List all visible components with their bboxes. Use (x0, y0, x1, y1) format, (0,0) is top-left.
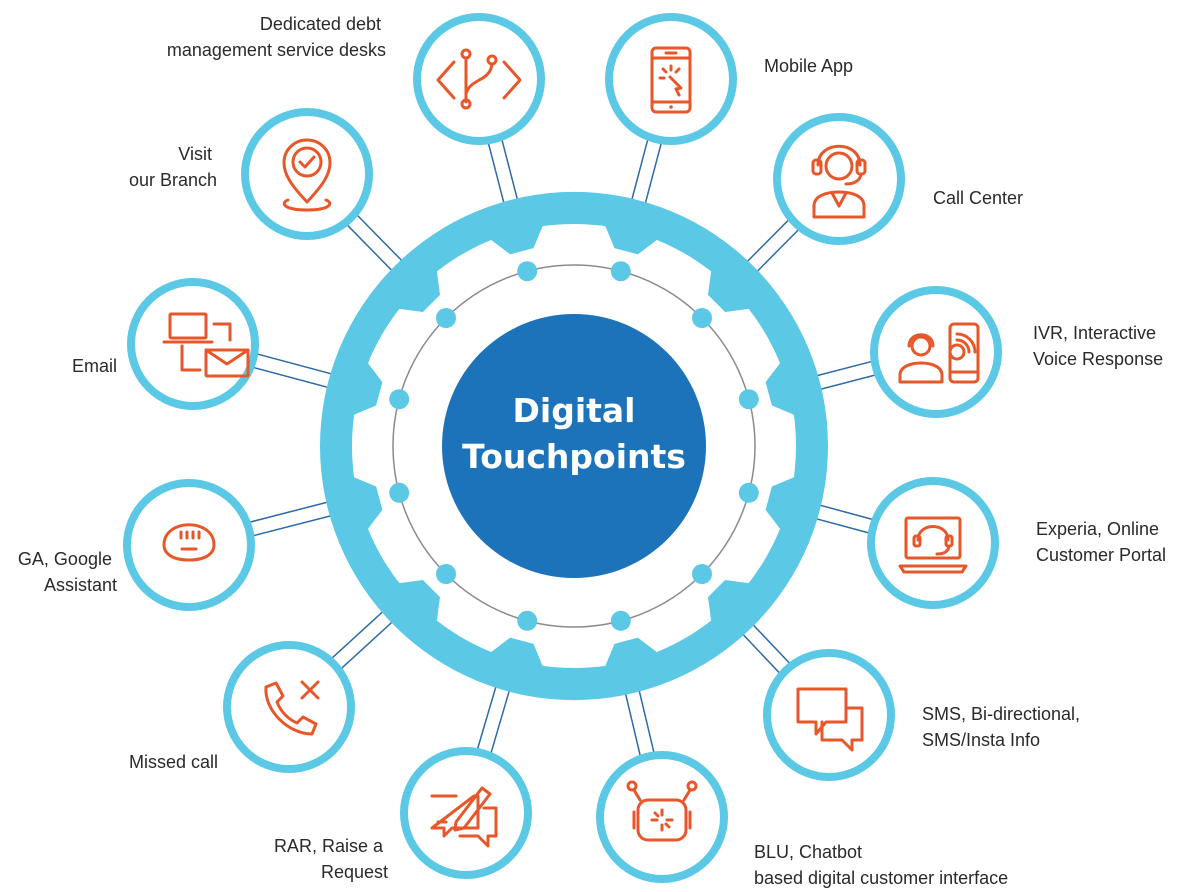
touchpoint-label: Email (72, 356, 117, 376)
touchpoint-label: GA, Google (18, 549, 112, 569)
ring-dot (692, 564, 712, 584)
center-title-line2: Touchpoints (462, 437, 686, 476)
ring-dot (517, 261, 538, 282)
inner-ring (392, 264, 756, 628)
email-devices-icon (162, 312, 250, 378)
tablet-tap-icon (650, 46, 692, 114)
touchpoint-label: Call Center (933, 188, 1023, 208)
touchpoint-label: Request (321, 862, 388, 882)
center-circle (442, 314, 706, 578)
svg-text:Call Center: Call Center (933, 188, 1023, 208)
ring-dot (436, 308, 456, 328)
touchpoint-rar[interactable]: RAR, Raise a Request (274, 747, 532, 882)
svg-text:Missed call: Missed call (129, 752, 218, 772)
touchpoint-label: Dedicated debt (260, 14, 381, 34)
svg-text:IVR, Interactive Voice: IVR, Interactive Voice Response (1033, 323, 1163, 369)
chat-pen-icon (430, 786, 498, 848)
touchpoint-label: based digital customer interface (754, 868, 1008, 888)
touchpoint-debt-desk[interactable]: Dedicated debt management service desks (167, 13, 545, 145)
chat-bubbles-icon (796, 687, 864, 752)
svg-text:Mobile App: Mobile App (764, 56, 853, 76)
touchpoint-label: IVR, Interactive (1033, 323, 1156, 343)
ring-dot (692, 308, 712, 328)
ring-dot (436, 564, 456, 584)
touchpoint-label: Experia, Online (1036, 519, 1159, 539)
svg-text:Visit our Branch: Visit our Branch (129, 144, 217, 190)
touchpoint-label: SMS, Bi-directional, (922, 704, 1080, 724)
ivr-agent-phone-icon (898, 322, 980, 384)
touchpoint-experia[interactable]: Experia, Online Customer Portal (867, 477, 1166, 609)
location-pin-icon (282, 138, 332, 212)
ring-dot (389, 389, 410, 410)
touchpoint-label: management service desks (167, 40, 386, 60)
svg-text:SMS, Bi-directional, S: SMS, Bi-directional, SMS/Insta Info (922, 704, 1085, 750)
touchpoint-ivr[interactable]: IVR, Interactive Voice Response (870, 286, 1163, 418)
svg-text:Experia, Online Custom: Experia, Online Customer Portal (1036, 519, 1166, 565)
touchpoint-nodes: Dedicated debt management service desks … (18, 13, 1166, 888)
ring-dot (738, 389, 759, 410)
touchpoint-label: Missed call (129, 752, 218, 772)
ring-dots (389, 261, 759, 631)
svg-text:GA, Google Assistant: GA, Google Assistant (18, 549, 117, 595)
touchpoint-email[interactable]: Email (72, 278, 259, 410)
svg-text:RAR, Raise a Request: RAR, Raise a Request (274, 836, 388, 882)
center-title-line1: Digital (513, 391, 636, 430)
touchpoint-label: RAR, Raise a (274, 836, 384, 856)
touchpoint-mobile-app[interactable]: Mobile App (605, 13, 853, 145)
code-branch-icon (436, 48, 522, 110)
touchpoint-label: SMS/Insta Info (922, 730, 1040, 750)
phone-missed-icon (264, 680, 320, 736)
ring-dot (389, 482, 410, 503)
touchpoint-label: our Branch (129, 170, 217, 190)
ring-dot (610, 261, 631, 282)
touchpoint-label: Voice Response (1033, 349, 1163, 369)
touchpoint-chatbot[interactable]: BLU, Chatbot based digital customer inte… (596, 751, 1008, 888)
svg-text:Email: Email (72, 356, 117, 376)
touchpoint-sms[interactable]: SMS, Bi-directional, SMS/Insta Info (763, 649, 1085, 781)
touchpoint-label: Assistant (44, 575, 117, 595)
chatbot-icon (626, 780, 698, 842)
smart-speaker-icon (162, 523, 216, 562)
laptop-headset-icon (898, 516, 968, 574)
touchpoint-label: Customer Portal (1036, 545, 1166, 565)
touchpoint-missed-call[interactable]: Missed call (129, 641, 355, 773)
ring-dot (517, 610, 538, 631)
headset-agent-icon (811, 144, 867, 219)
ring-dot (610, 610, 631, 631)
touchpoint-label: BLU, Chatbot (754, 842, 862, 862)
touchpoint-label: Mobile App (764, 56, 853, 76)
touchpoint-call-center[interactable]: Call Center (773, 113, 1023, 245)
touchpoint-label: Visit (178, 144, 212, 164)
ring-dot (738, 482, 759, 503)
svg-text:Dedicated debt managem: Dedicated debt management service desks (167, 14, 386, 60)
touchpoint-branch[interactable]: Visit our Branch (129, 108, 373, 240)
svg-text:BLU, Chatbot based dig: BLU, Chatbot based digital customer inte… (754, 842, 1008, 888)
touchpoint-google-assistant[interactable]: GA, Google Assistant (18, 479, 255, 611)
